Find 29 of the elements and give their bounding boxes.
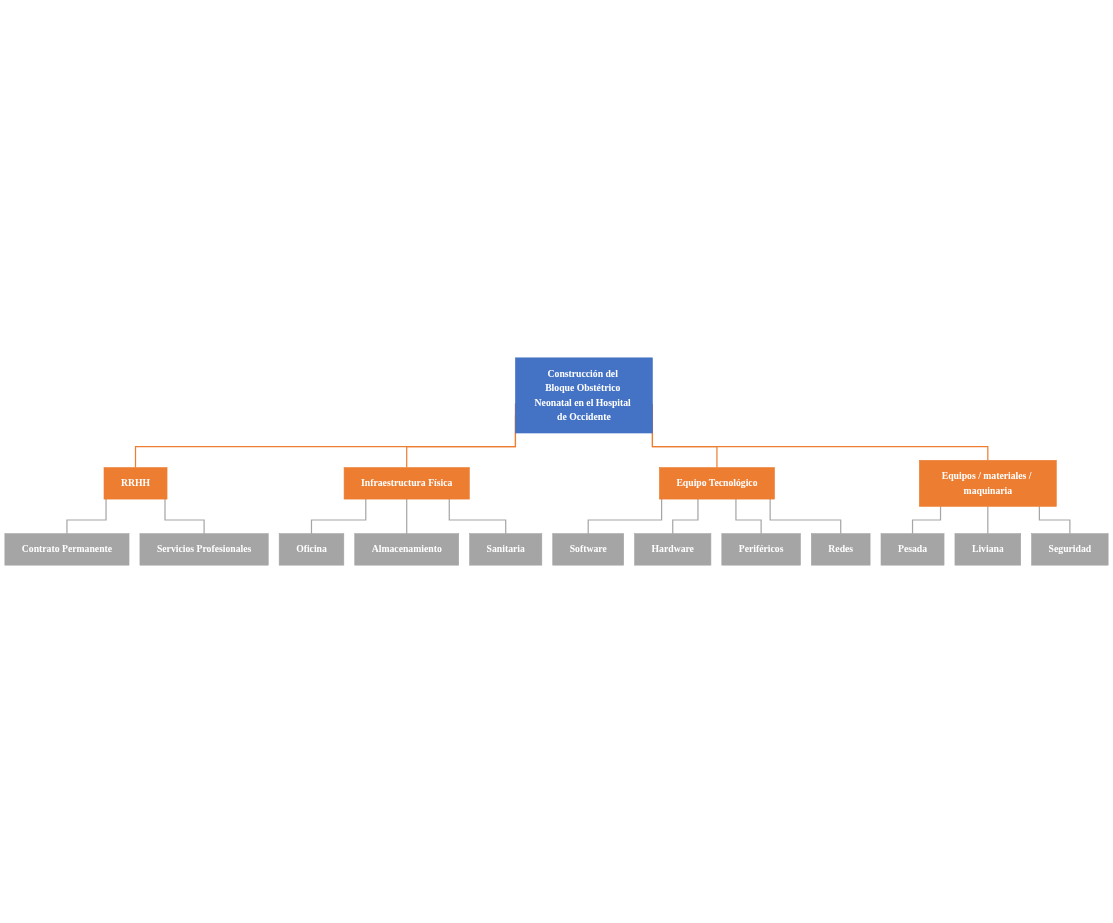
- node-box: Servicios Profesionales: [139, 533, 269, 566]
- node-box: Infraestructura Física: [343, 467, 470, 500]
- node-box: Almacenamiento: [354, 533, 459, 566]
- connector: [587, 498, 663, 535]
- node-box: Hardware: [634, 533, 712, 566]
- connector: [448, 498, 507, 535]
- node-box: RRHH: [103, 467, 168, 500]
- node-box: Contrato Permanente: [4, 533, 130, 566]
- node-box: Periféricos: [721, 533, 801, 566]
- node-box: Equipos / materiales / maquinaria: [919, 460, 1057, 507]
- node-box: Construcción del Bloque Obstétrico Neonatal en el Hospital de Occidente: [515, 357, 653, 434]
- node-box: Oficina: [278, 533, 345, 566]
- node-box: Software: [552, 533, 624, 566]
- node-box: Seguridad: [1031, 533, 1109, 566]
- connector: [987, 505, 989, 535]
- connector: [735, 498, 762, 535]
- connector: [66, 498, 107, 535]
- connector: [310, 498, 367, 535]
- node-box: Equipo Tecnológico: [659, 467, 775, 500]
- node-box: Pesada: [880, 533, 945, 566]
- node-box: Redes: [811, 533, 871, 566]
- connector: [672, 498, 699, 535]
- node-box: Liviana: [954, 533, 1021, 566]
- connector: [911, 505, 942, 535]
- connector: [769, 498, 842, 535]
- connector: [406, 498, 408, 535]
- connector: [1038, 505, 1071, 535]
- connector: [164, 498, 205, 535]
- node-box: Sanitaria: [469, 533, 543, 566]
